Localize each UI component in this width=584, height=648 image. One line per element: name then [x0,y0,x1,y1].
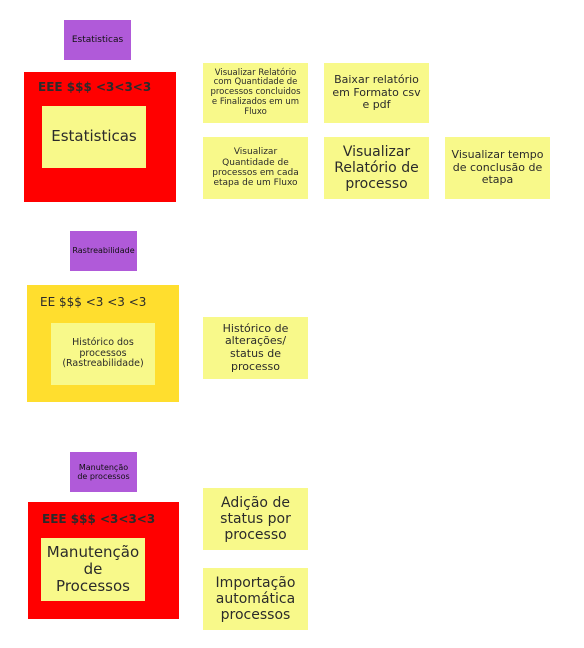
sticky-note-text: Visualizar Relatório de processo [334,143,419,193]
sticky-note-text: Visualizar Quantidade de processos em ca… [212,147,299,189]
frame-note-text: Manutenção de Processos [46,542,140,596]
sticky-note-text: Baixar relatório em Formato csv e pdf [332,73,421,112]
section-label-rastreabilidade[interactable]: Rastreabilidade [70,231,137,271]
sticky-note[interactable]: Visualizar Relatório de processo [324,137,429,199]
priority-frame-estatisticas[interactable]: EEE $$$ <3<3<3 Estatisticas [24,72,176,202]
section-label-text: Rastreabilidade [72,246,135,256]
section-label-manutencao[interactable]: Manutenção de processos [70,452,137,492]
section-label-estatisticas[interactable]: Estatisticas [64,20,131,60]
frame-title: EEE $$$ <3<3<3 [42,512,156,526]
sticky-note[interactable]: Histórico de alterações/ status de proce… [203,317,308,379]
sticky-note-text: Histórico de alterações/ status de proce… [222,321,289,373]
sticky-note[interactable]: Adição de status por processo [203,488,308,550]
sticky-note-text: Importação automática processos [215,574,296,624]
priority-frame-manutencao[interactable]: EEE $$$ <3<3<3 Manutenção de Processos [28,502,179,619]
frame-note-rastreabilidade[interactable]: Histórico dos processos (Rastreabilidade… [51,323,155,385]
sticky-note-text: Adição de status por processo [220,494,291,544]
sticky-note-text: Visualizar tempo de conclusão de etapa [451,148,544,187]
frame-note-estatisticas[interactable]: Estatisticas [42,106,146,168]
sticky-note[interactable]: Visualizar tempo de conclusão de etapa [445,137,550,199]
sticky-note[interactable]: Visualizar Quantidade de processos em ca… [203,137,308,199]
frame-note-manutencao[interactable]: Manutenção de Processos [41,538,145,601]
sticky-note-text: Visualizar Relatório com Quantidade de p… [210,67,301,117]
frame-note-text: Estatisticas [51,127,137,146]
sticky-note[interactable]: Baixar relatório em Formato csv e pdf [324,63,429,123]
frame-title: EEE $$$ <3<3<3 [38,80,152,94]
priority-frame-rastreabilidade[interactable]: EE $$$ <3 <3 <3 Histórico dos processos … [27,285,179,402]
section-label-text: Manutenção de processos [77,462,130,481]
section-label-text: Estatisticas [71,34,124,45]
frame-note-text: Histórico dos processos (Rastreabilidade… [62,336,144,370]
sticky-note[interactable]: Visualizar Relatório com Quantidade de p… [203,63,308,123]
frame-title: EE $$$ <3 <3 <3 [40,295,147,309]
sticky-note[interactable]: Importação automática processos [203,568,308,630]
